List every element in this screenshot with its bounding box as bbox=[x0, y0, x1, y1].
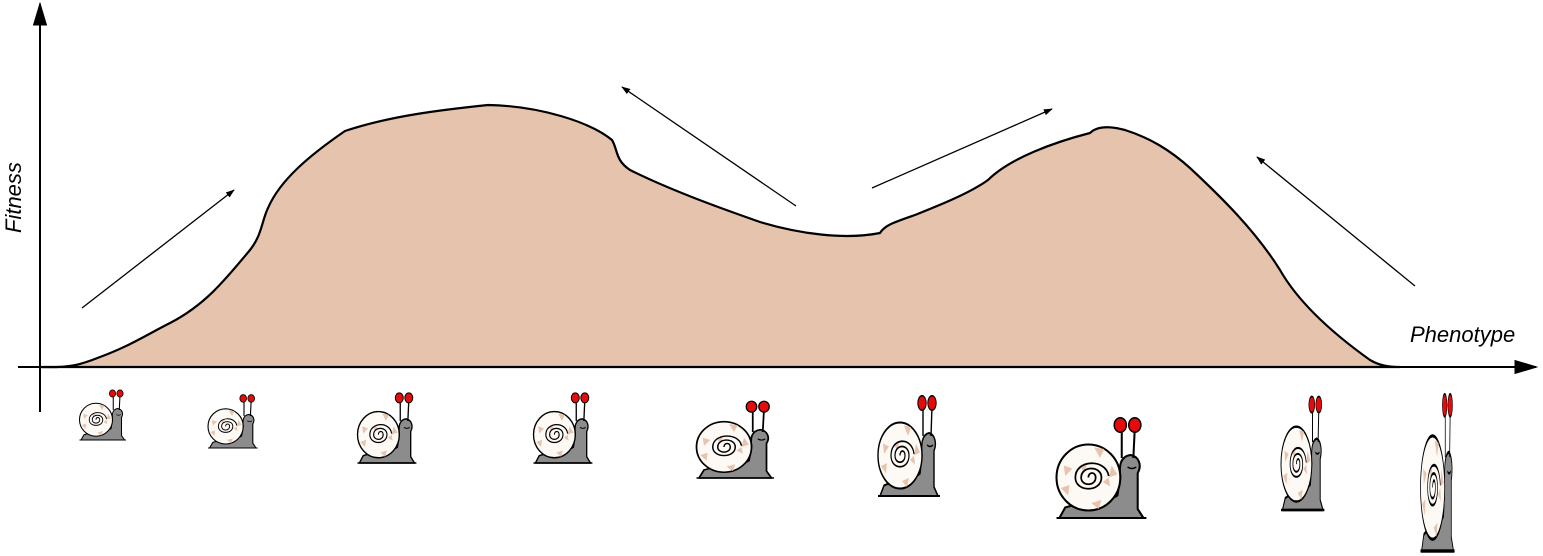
y-axis-label: Fitness bbox=[1, 162, 26, 233]
snail-9 bbox=[1421, 394, 1455, 551]
snail-3 bbox=[358, 393, 417, 463]
snail-4 bbox=[534, 393, 593, 463]
snail-7 bbox=[1057, 418, 1147, 518]
direction-arrow bbox=[82, 190, 234, 308]
snail-8 bbox=[1281, 396, 1324, 510]
snail-6 bbox=[878, 396, 940, 496]
snail-5 bbox=[697, 401, 775, 478]
snail-illustrations bbox=[80, 390, 1455, 551]
snail-1 bbox=[80, 390, 127, 440]
snail-2 bbox=[208, 395, 258, 448]
direction-arrow bbox=[1257, 157, 1415, 286]
fitness-landscape-curve bbox=[40, 105, 1400, 367]
x-axis-label: Phenotype bbox=[1410, 322, 1515, 347]
